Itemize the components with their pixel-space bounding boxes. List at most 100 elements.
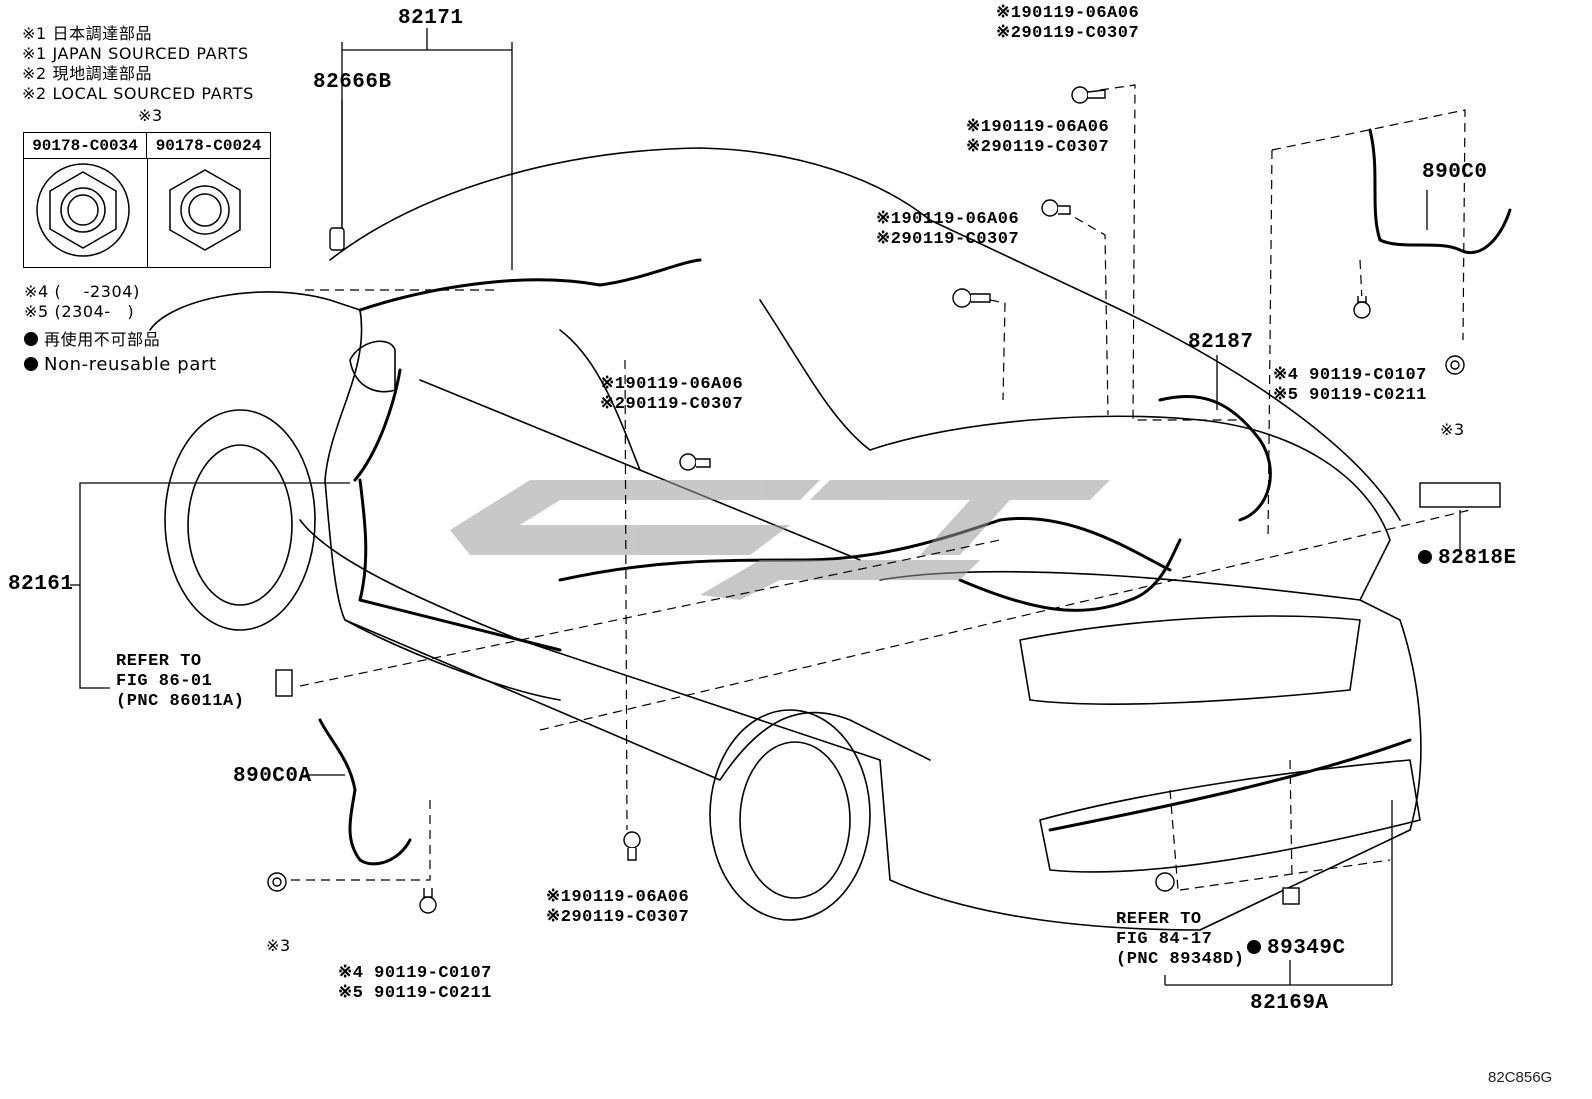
car-rocker xyxy=(344,619,561,701)
leader-82161 xyxy=(70,482,350,689)
note3-label: ※3 xyxy=(138,106,163,125)
bolt-left-a: ※4 90119-C0107 xyxy=(338,964,492,983)
clip-icon-82666B xyxy=(329,227,345,251)
nonreuse-en-row: Non-reusable part xyxy=(24,356,217,374)
bolt-top1-a: ※190119-06A06 xyxy=(996,4,1140,23)
part-82161[interactable]: 82161 xyxy=(8,573,74,596)
bolt-left-b: ※5 90119-C0211 xyxy=(338,984,492,1003)
bolt-top1-b: ※290119-C0307 xyxy=(996,24,1140,43)
part-82169A[interactable]: 82169A xyxy=(1250,992,1329,1015)
bolt-icon-right xyxy=(1353,296,1371,319)
date-notes: ※4 ( -2304) ※5 (2304- ) xyxy=(24,282,140,322)
dash-1 xyxy=(1099,84,1240,421)
dash-10 xyxy=(1169,759,1293,891)
front-wheel-rim xyxy=(187,444,293,606)
harness-floor xyxy=(558,517,1172,582)
harness-82187 xyxy=(1158,394,1272,522)
ref1-line2: FIG 86-01 xyxy=(116,672,213,691)
bolt-callout-top3[interactable]: ※190119-06A06 ※290119-C0307 xyxy=(876,210,1019,250)
bolt-top3-b: ※290119-C0307 xyxy=(876,230,1020,249)
table-col1: 90178-C0034 xyxy=(24,133,147,159)
bolt-top3-a: ※190119-06A06 xyxy=(876,210,1020,229)
refer-callout-1[interactable]: REFER TO FIG 86-01 (PNC 86011A) xyxy=(116,652,244,712)
ref2-line3: (PNC 89348D) xyxy=(1116,950,1245,969)
ref1-line3: (PNC 86011A) xyxy=(116,692,245,711)
car-rear-panel xyxy=(879,570,1422,831)
part-82818E: 82818E xyxy=(1438,547,1517,570)
nonreuse-dot-icon xyxy=(1418,550,1432,564)
bolt-callout-left[interactable]: ※4 90119-C0107 ※5 90119-C0211 xyxy=(338,964,492,1004)
clip-icon-ref1 xyxy=(275,669,293,697)
bolt-icon-top2 xyxy=(1041,199,1071,217)
part-82666B[interactable]: 82666B xyxy=(313,71,392,94)
leader-82171 xyxy=(341,28,513,270)
part-89349C-row[interactable]: 89349C xyxy=(1247,938,1346,959)
front-wheel xyxy=(164,409,316,631)
legend-notes: ※1 日本調達部品 ※1 JAPAN SOURCED PARTS ※2 現地調達… xyxy=(22,24,254,104)
dash-2 xyxy=(1061,209,1109,416)
nut-icon-right xyxy=(1445,355,1465,375)
rear-wheel xyxy=(709,709,871,921)
part-82818E-row[interactable]: 82818E xyxy=(1418,548,1517,569)
note5: ※5 (2304- ) xyxy=(24,302,135,321)
part-82171[interactable]: 82171 xyxy=(398,7,464,30)
leader-82169A xyxy=(1164,800,1393,986)
harness-890C0A xyxy=(318,718,412,866)
car-b-pillar xyxy=(559,329,641,471)
nonreuse-jp-row: 再使用不可部品 xyxy=(24,332,160,348)
bolt-callout-top2[interactable]: ※190119-06A06 ※290119-C0307 xyxy=(966,118,1109,158)
ref1-line1: REFER TO xyxy=(116,652,202,671)
note2-jp: ※2 現地調達部品 xyxy=(22,64,153,83)
harness-side-82161 xyxy=(353,368,562,652)
bolt-callout-top1[interactable]: ※190119-06A06 ※290119-C0307 xyxy=(996,4,1139,44)
bolt-callout-low[interactable]: ※190119-06A06 ※290119-C0307 xyxy=(546,888,689,928)
part-89349C: 89349C xyxy=(1267,937,1346,960)
nonreuse-jp: 再使用不可部品 xyxy=(44,330,161,349)
note1-jp: ※1 日本調達部品 xyxy=(22,24,153,43)
clip-icon-ref2 xyxy=(1155,872,1175,892)
nut-icon-left xyxy=(267,872,287,892)
car-roof-outline xyxy=(329,147,1401,521)
part-890C0A[interactable]: 890C0A xyxy=(233,765,312,788)
ref2-line1: REFER TO xyxy=(1116,910,1202,929)
car-window-line xyxy=(419,379,861,561)
nut-drawings xyxy=(36,163,241,257)
dash-4 xyxy=(1267,109,1466,541)
clip-icon-89349C xyxy=(1282,887,1300,905)
nonreuse-dot-icon xyxy=(24,357,38,371)
dash-7 xyxy=(624,359,628,831)
bolt-left-note3: ※3 xyxy=(266,936,291,955)
rear-wheel-rim xyxy=(739,741,851,899)
part-890C0[interactable]: 890C0 xyxy=(1422,161,1488,184)
note4: ※4 ( -2304) xyxy=(24,282,140,301)
bolt-callout-right[interactable]: ※4 90119-C0107 ※5 90119-C0211 xyxy=(1273,366,1427,406)
harness-trunk xyxy=(958,538,1182,612)
bolt-low-a: ※190119-06A06 xyxy=(546,888,690,907)
bolt-callout-mid[interactable]: ※190119-06A06 ※290119-C0307 xyxy=(600,375,743,415)
dash-9 xyxy=(1179,259,1391,891)
dash-3 xyxy=(989,299,1006,401)
ref2-line2: FIG 84-17 xyxy=(1116,930,1213,949)
bolt-icon-top3 xyxy=(952,288,991,308)
bolt-icon-low xyxy=(623,831,641,861)
figure-code: 82C856G xyxy=(1488,1069,1553,1086)
car-body-side xyxy=(149,291,931,781)
harness-890C0 xyxy=(1368,128,1512,255)
note1-en: ※1 JAPAN SOURCED PARTS xyxy=(22,44,249,63)
bolt-icon-mid xyxy=(679,453,711,471)
part-82187[interactable]: 82187 xyxy=(1188,331,1254,354)
bolt-right-b: ※5 90119-C0211 xyxy=(1273,386,1427,405)
car-tail-lamp xyxy=(1019,615,1361,705)
car-body-lower xyxy=(299,519,1411,931)
bolt-right-a: ※4 90119-C0107 xyxy=(1273,366,1427,385)
dash-8 xyxy=(290,800,431,881)
refer-callout-2[interactable]: REFER TO FIG 84-17 (PNC 89348D) xyxy=(1116,910,1244,970)
dash-6 xyxy=(299,509,1471,731)
car-rear-glass xyxy=(759,299,871,451)
harness-roof xyxy=(358,258,702,312)
harness-rear-82169A xyxy=(1048,738,1412,832)
nonreuse-dot-icon xyxy=(1247,940,1261,954)
note2-en: ※2 LOCAL SOURCED PARTS xyxy=(22,84,254,103)
nonreuse-en: Non-reusable part xyxy=(44,354,217,375)
